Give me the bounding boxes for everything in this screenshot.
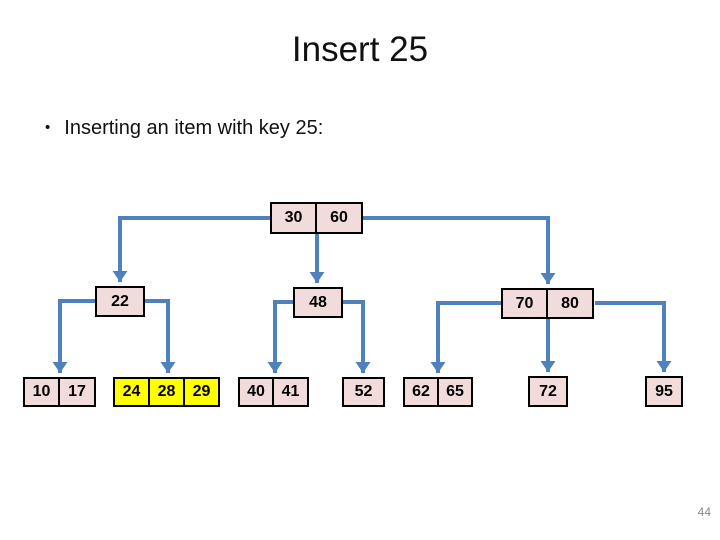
tree-key-cell: 24	[113, 377, 150, 407]
tree-key-cell: 72	[528, 376, 568, 407]
connector-48-to-40-41	[267, 300, 293, 373]
btree-node-62-65: 62 65	[403, 377, 473, 407]
tree-key-cell: 22	[95, 286, 145, 317]
btree-node-10-17: 10 17	[23, 377, 96, 407]
tree-key-cell: 52	[342, 377, 385, 407]
tree-key-cell: 29	[183, 377, 220, 407]
btree-node-72: 72	[528, 376, 568, 407]
tree-key-cell: 41	[272, 377, 309, 407]
tree-key-cell: 10	[23, 377, 60, 407]
btree-node-24-28-29-highlighted: 24 28 29	[113, 377, 220, 407]
connector-root-to-22	[112, 216, 270, 282]
page-number: 44	[697, 505, 711, 519]
connector-70-80-to-62-65	[430, 301, 501, 373]
btree-node-52: 52	[342, 377, 385, 407]
tree-key-cell: 65	[437, 377, 473, 407]
btree-node-48: 48	[293, 287, 343, 318]
bullet-line: • Inserting an item with key 25:	[45, 117, 323, 140]
tree-key-cell: 95	[645, 376, 683, 407]
tree-key-cell: 62	[403, 377, 439, 407]
btree-node-95: 95	[645, 376, 683, 407]
tree-key-cell: 48	[293, 287, 343, 318]
tree-key-cell: 30	[270, 202, 317, 234]
connector-22-to-24-28-29	[145, 299, 176, 373]
btree-node-22: 22	[95, 286, 145, 317]
btree-node-70-80: 70 80	[501, 288, 594, 319]
connector-22-to-10-17	[52, 299, 95, 373]
tree-key-cell: 80	[546, 288, 594, 319]
tree-key-cell: 17	[58, 377, 96, 407]
connector-70-80-to-95	[595, 301, 672, 372]
connector-48-to-52	[343, 300, 371, 373]
slide-title: Insert 25	[291, 30, 429, 69]
bullet-icon: •	[45, 119, 51, 136]
btree-node-40-41: 40 41	[238, 377, 309, 407]
connector-root-to-70-80	[363, 216, 556, 284]
tree-key-cell: 28	[148, 377, 185, 407]
bullet-text: Inserting an item with key 25:	[64, 117, 324, 139]
btree-node-30-60: 30 60	[270, 202, 363, 234]
tree-key-cell: 40	[238, 377, 274, 407]
tree-key-cell: 70	[501, 288, 548, 319]
tree-key-cell: 60	[315, 202, 363, 234]
